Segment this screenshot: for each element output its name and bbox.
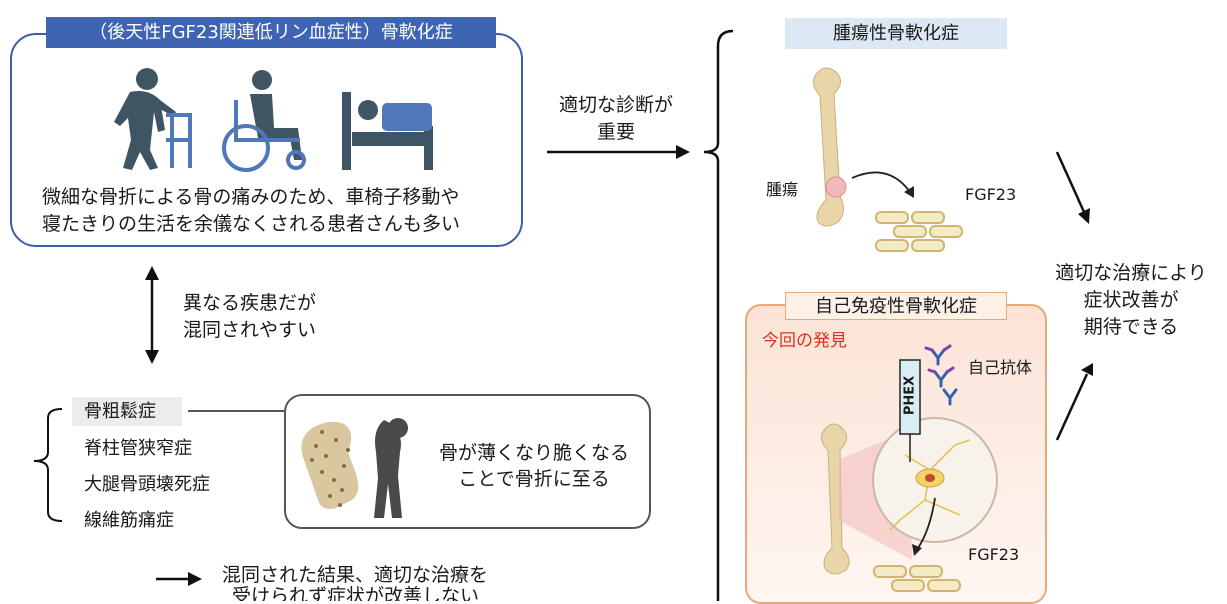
fgf23-label-bottom: FGF23 — [968, 545, 1020, 564]
tumor-mass — [825, 176, 847, 198]
walker-person-icon — [114, 68, 192, 170]
tumor-label: 腫瘍 — [766, 180, 799, 199]
outcome-line1: 適切な治療により — [1055, 262, 1207, 284]
consequence-arrow — [156, 572, 202, 586]
diagnosis-bracket — [703, 29, 734, 601]
wheelchair-icon — [222, 70, 306, 172]
autoimmune-panel-title: 自己免疫性骨軟化症 — [785, 292, 1007, 320]
disease-spinal-stenosis: 脊柱管狭窄症 — [84, 438, 192, 459]
fgf23-capsules-bottom — [873, 565, 961, 592]
osteoporosis-note-box — [284, 394, 651, 529]
disease-femoral-head-necrosis: 大腿骨頭壊死症 — [84, 474, 210, 495]
outcome-arrow-bottom — [1055, 363, 1093, 441]
autoantibody-icons — [924, 344, 958, 406]
fgf23-capsules-top — [875, 211, 963, 252]
outcome-line2: 症状改善が — [1083, 289, 1179, 311]
osteoporosis-note-line1: 骨が薄くなり脆くなる — [438, 442, 629, 464]
confusion-double-arrow — [145, 266, 159, 364]
stooped-person-icon — [374, 418, 408, 518]
phex-label: PHEX — [902, 375, 918, 416]
fgf23-label-top: FGF23 — [965, 185, 1017, 204]
confusion-label-line1: 異なる疾患だが — [183, 292, 317, 314]
osteoporosis-note-line2: ことで骨折に至る — [458, 468, 610, 490]
disease-list-bracket — [33, 408, 63, 522]
consequence-line2: 受けられず症状が改善しない — [232, 585, 480, 601]
disease-fibromyalgia: 線維筋痛症 — [84, 510, 174, 531]
autoantibody-label: 自己抗体 — [968, 358, 1033, 377]
osteomalacia-description-line2: 寝たきりの生活を余儀なくされる患者さんも多い — [42, 213, 461, 235]
tumor-secretion-arrow — [851, 171, 911, 193]
outcome-line3: 期待できる — [1083, 316, 1179, 338]
bed-icon — [342, 92, 433, 170]
osteomalacia-description-line1: 微細な骨折による骨の痛みのため、車椅子移動や — [42, 186, 460, 208]
osteoporotic-femur-icon — [301, 421, 359, 509]
osteomalacia-panel-title: （後天性FGF23関連低リン血症性）骨軟化症 — [46, 17, 496, 48]
consequence-line1: 混同された結果、適切な治療を — [222, 564, 489, 586]
outcome-arrow-top — [1055, 151, 1090, 224]
tumor-bone-illustration — [813, 67, 847, 227]
diagnosis-label-line2: 重要 — [596, 121, 635, 143]
tumor-panel-title: 腫瘍性骨軟化症 — [785, 18, 1007, 49]
diagnosis-label-line1: 適切な診断が — [558, 94, 673, 116]
arrow-to-diagnosis — [547, 145, 690, 159]
finding-label: 今回の発見 — [762, 331, 847, 351]
disease-osteoporosis: 骨粗鬆症 — [72, 397, 182, 426]
confusion-label-line2: 混同されやすい — [183, 319, 317, 341]
